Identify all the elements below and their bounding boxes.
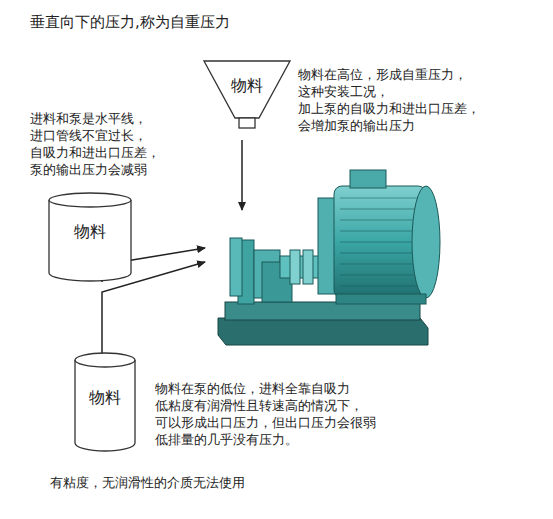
annotation-line: 可以形成出口压力，但出口压力会很弱	[155, 414, 376, 431]
annotation-line: 低粘度有润滑性且转速高的情况下，	[155, 397, 363, 414]
container-outline	[203, 60, 291, 140]
container-label: 物料	[231, 76, 263, 97]
container-label: 物料	[89, 388, 121, 409]
hopper: 物料	[203, 60, 291, 140]
annotation-line: 这种安装工况，	[298, 83, 389, 100]
annotation-line: 物料在高位，形成自重压力，	[298, 66, 467, 83]
annotation-line: 会增加泵的输出压力	[298, 117, 415, 134]
feed-arrow	[241, 140, 243, 210]
annotation-line: 自吸力和进出口压差，	[30, 144, 160, 161]
annotation-line: 进料和泵是水平线，	[30, 110, 147, 127]
title: 垂直向下的压力,称为自重压力	[30, 14, 230, 31]
annotation-line: 低排量的几乎没有压力。	[155, 431, 298, 448]
material-tank: 物料	[48, 192, 132, 282]
annotation-line: 加上泵的自吸力和进出口压差，	[298, 100, 480, 117]
footnote: 有粘度，无润滑性的介质无法使用	[50, 474, 245, 491]
annotation-line: 进口管线不宜过长，	[30, 127, 147, 144]
material-tank: 物料	[74, 352, 136, 452]
container-label: 物料	[74, 222, 106, 243]
annotation-line: 物料在泵的低位，进料全靠自吸力	[155, 380, 350, 397]
annotation-line: 泵的输出压力会减弱	[30, 161, 147, 178]
